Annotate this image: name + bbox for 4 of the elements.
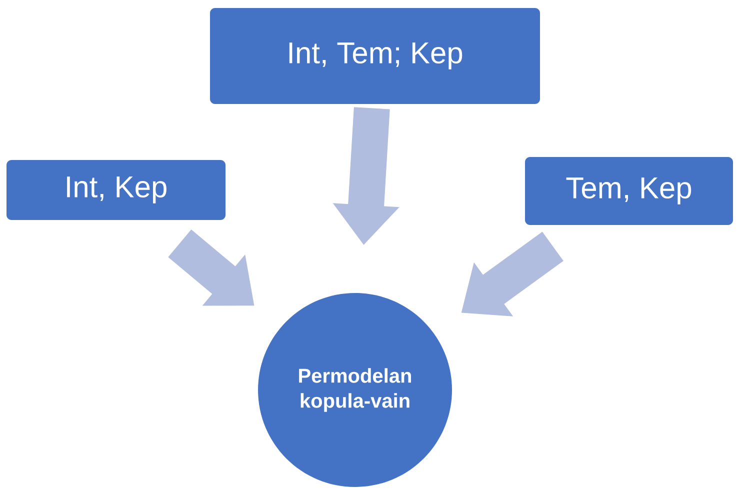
text-box: Int, Tem; Kep — [210, 8, 540, 104]
text-box: Int, Kep — [6, 160, 226, 220]
circle-node: Permodelan kopula-vain — [258, 292, 452, 487]
text-box: Tem, Kep — [525, 157, 733, 225]
